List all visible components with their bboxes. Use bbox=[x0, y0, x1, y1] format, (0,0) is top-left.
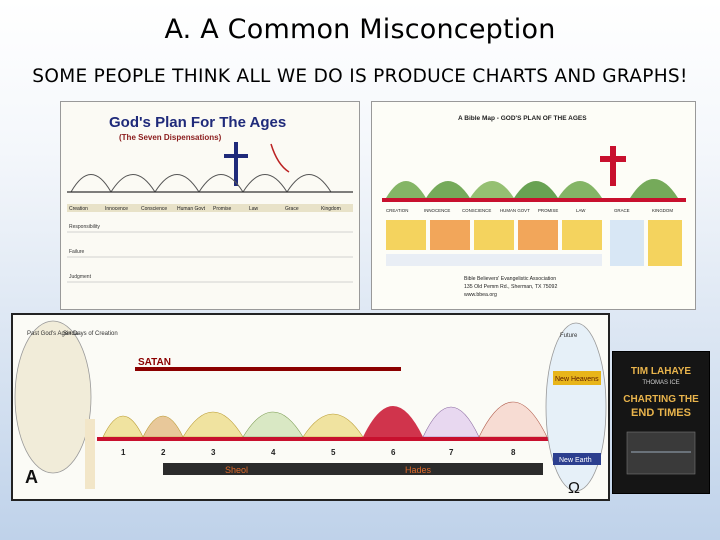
chart-two-heading: A Bible Map - GOD'S PLAN OF THE AGES bbox=[458, 115, 587, 122]
chart-one-row-label: Responsibility bbox=[69, 224, 100, 230]
book-author: TIM LAHAYE bbox=[631, 366, 692, 377]
book-cover-figure: TIM LAHAYE THOMAS ICE CHARTING THE END T… bbox=[613, 352, 709, 493]
book-title-line1: CHARTING THE bbox=[623, 394, 699, 405]
chart-two-era-labels: CREATION INNOCENCE CONSCIENCE HUMAN GOVT PRO… bbox=[386, 208, 673, 213]
chart-one-heading: God's Plan For The Ages bbox=[109, 114, 286, 131]
chart-one-red-curve bbox=[270, 143, 290, 173]
slide-title: A. A Common Misconception bbox=[164, 14, 556, 45]
chart-two-boxes bbox=[386, 220, 682, 266]
chart-one-era-label: Creation bbox=[69, 206, 88, 212]
chart-three-number: 5 bbox=[331, 448, 336, 457]
chart-two-timeline bbox=[382, 198, 686, 202]
chart-two-footer-line3: www.bbea.org bbox=[464, 292, 497, 298]
chart-gods-plan-figure: God's Plan For The Ages (The Seven Dispe… bbox=[61, 102, 359, 309]
future-label: Future bbox=[560, 333, 578, 339]
chart-two-era-label: CREATION bbox=[386, 208, 408, 213]
left-past-label: Past God's Agenda bbox=[27, 331, 79, 337]
chart-two-era-label: INNOCENCE bbox=[424, 208, 450, 213]
slide-subtitle: SOME PEOPLE THINK ALL WE DO IS PRODUCE C… bbox=[32, 66, 688, 87]
satan-line bbox=[135, 367, 401, 371]
omega-symbol: Ω bbox=[568, 480, 580, 497]
new-heavens-label: New Heavens bbox=[555, 376, 599, 383]
chart-one-row-label: Failure bbox=[69, 249, 85, 255]
underworld-band bbox=[163, 463, 543, 475]
chart-three-number: 4 bbox=[271, 448, 276, 457]
chart-timeline-figure: Past God's Agenda Six Days of Creation A… bbox=[13, 315, 608, 499]
book-cover-image: TIM LAHAYE THOMAS ICE CHARTING THE END T… bbox=[612, 351, 710, 494]
chart-two-arches bbox=[386, 179, 678, 198]
right-future-oval bbox=[545, 322, 607, 492]
satan-banner: SATAN bbox=[138, 357, 171, 368]
chart-two-era-label: KINGDOM bbox=[652, 208, 673, 213]
cross-horizontal bbox=[224, 154, 248, 158]
book-title-line2: END TIMES bbox=[631, 407, 691, 419]
chart-one-arches bbox=[70, 174, 332, 193]
chart-three-numbers: 1 2 3 4 5 6 7 8 bbox=[121, 448, 516, 457]
chart-three-number: 1 bbox=[121, 448, 126, 457]
chart-one-era-band bbox=[67, 204, 353, 212]
chart-timeline-image: Past God's Agenda Six Days of Creation A… bbox=[11, 313, 610, 501]
book-coauthor: THOMAS ICE bbox=[642, 380, 679, 386]
chart-one-era-label: Conscience bbox=[141, 206, 167, 212]
chart-three-number: 6 bbox=[391, 448, 396, 457]
chart-gods-plan-image: God's Plan For The Ages (The Seven Dispe… bbox=[60, 101, 360, 310]
alpha-symbol: A bbox=[25, 467, 38, 487]
chart-one-grid bbox=[67, 231, 353, 283]
chart-one-era-label: Law bbox=[249, 206, 259, 212]
chart-two-era-label: CONSCIENCE bbox=[462, 208, 491, 213]
chart-two-cross-horizontal bbox=[600, 156, 626, 162]
chart-bible-map-figure: A Bible Map - GOD'S PLAN OF THE AGES CRE… bbox=[372, 102, 695, 309]
side-satan-column bbox=[85, 419, 95, 489]
chart-two-era-label: HUMAN GOVT bbox=[500, 208, 530, 213]
chart-two-era-label: LAW bbox=[576, 208, 586, 213]
chart-three-timeline bbox=[97, 437, 557, 441]
new-earth-box bbox=[553, 453, 601, 465]
chart-one-era-label: Kingdom bbox=[321, 206, 341, 212]
chart-two-footer-line1: Bible Believers' Evangelistic Associatio… bbox=[464, 276, 556, 282]
chart-one-era-labels: Creation Innocence Conscience Human Govt Pro… bbox=[69, 206, 341, 212]
chart-two-footer-line2: 135 Old Pemm Rd., Sherman, TX 75092 bbox=[464, 284, 557, 290]
chart-one-era-label: Innocence bbox=[105, 206, 128, 212]
chart-two-cross-vertical bbox=[610, 146, 616, 186]
chart-three-number: 8 bbox=[511, 448, 516, 457]
chart-two-era-label: GRACE bbox=[614, 208, 630, 213]
chart-one-era-label: Human Govt bbox=[177, 206, 206, 212]
hades-label: Hades bbox=[405, 465, 432, 475]
chart-one-row-label: Judgment bbox=[69, 274, 92, 280]
chart-three-arches bbox=[102, 401, 548, 438]
new-earth-label: New Earth bbox=[559, 457, 592, 464]
left-creation-label: Six Days of Creation bbox=[63, 331, 118, 337]
chart-one-subheading: (The Seven Dispensations) bbox=[119, 133, 222, 142]
left-past-oval bbox=[14, 320, 92, 474]
sheol-label: Sheol bbox=[225, 465, 248, 475]
chart-three-number: 3 bbox=[211, 448, 216, 457]
chart-two-background bbox=[372, 102, 695, 309]
new-heavens-box bbox=[553, 371, 601, 385]
chart-one-era-label: Promise bbox=[213, 206, 232, 212]
chart-bible-map-image: A Bible Map - GOD'S PLAN OF THE AGES CRE… bbox=[371, 101, 696, 310]
chart-one-era-label: Grace bbox=[285, 206, 299, 212]
chart-three-number: 2 bbox=[161, 448, 166, 457]
cross-vertical bbox=[234, 142, 238, 186]
book-cover-chart-illustration bbox=[626, 431, 696, 475]
chart-two-era-label: PROMISE bbox=[538, 208, 558, 213]
chart-three-number: 7 bbox=[449, 448, 454, 457]
